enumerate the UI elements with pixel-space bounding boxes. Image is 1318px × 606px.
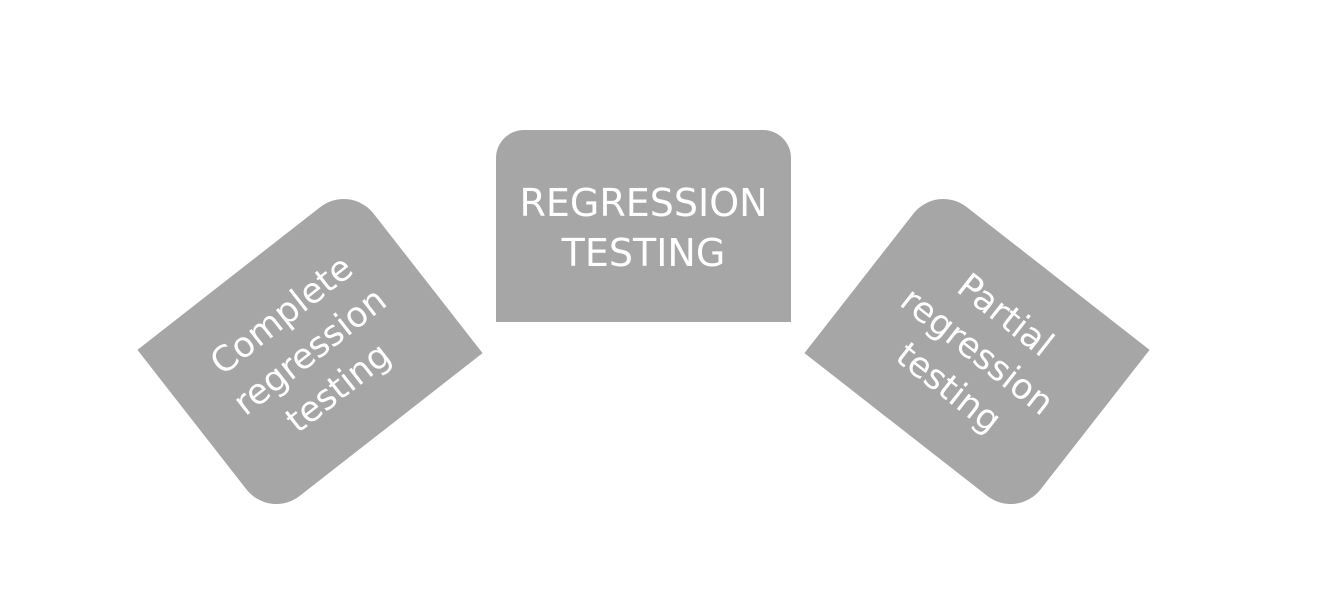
partial-regression-testing-label: Partial regression testing [888,265,1062,441]
complete-regression-testing-label: Complete regression testing [202,247,399,441]
regression-testing-label: REGRESSION TESTING [519,181,768,275]
complete-regression-testing-box: Complete regression testing [137,183,483,520]
regression-testing-box: REGRESSION TESTING [496,130,791,322]
partial-regression-testing-box: Partial regression testing [804,183,1150,520]
